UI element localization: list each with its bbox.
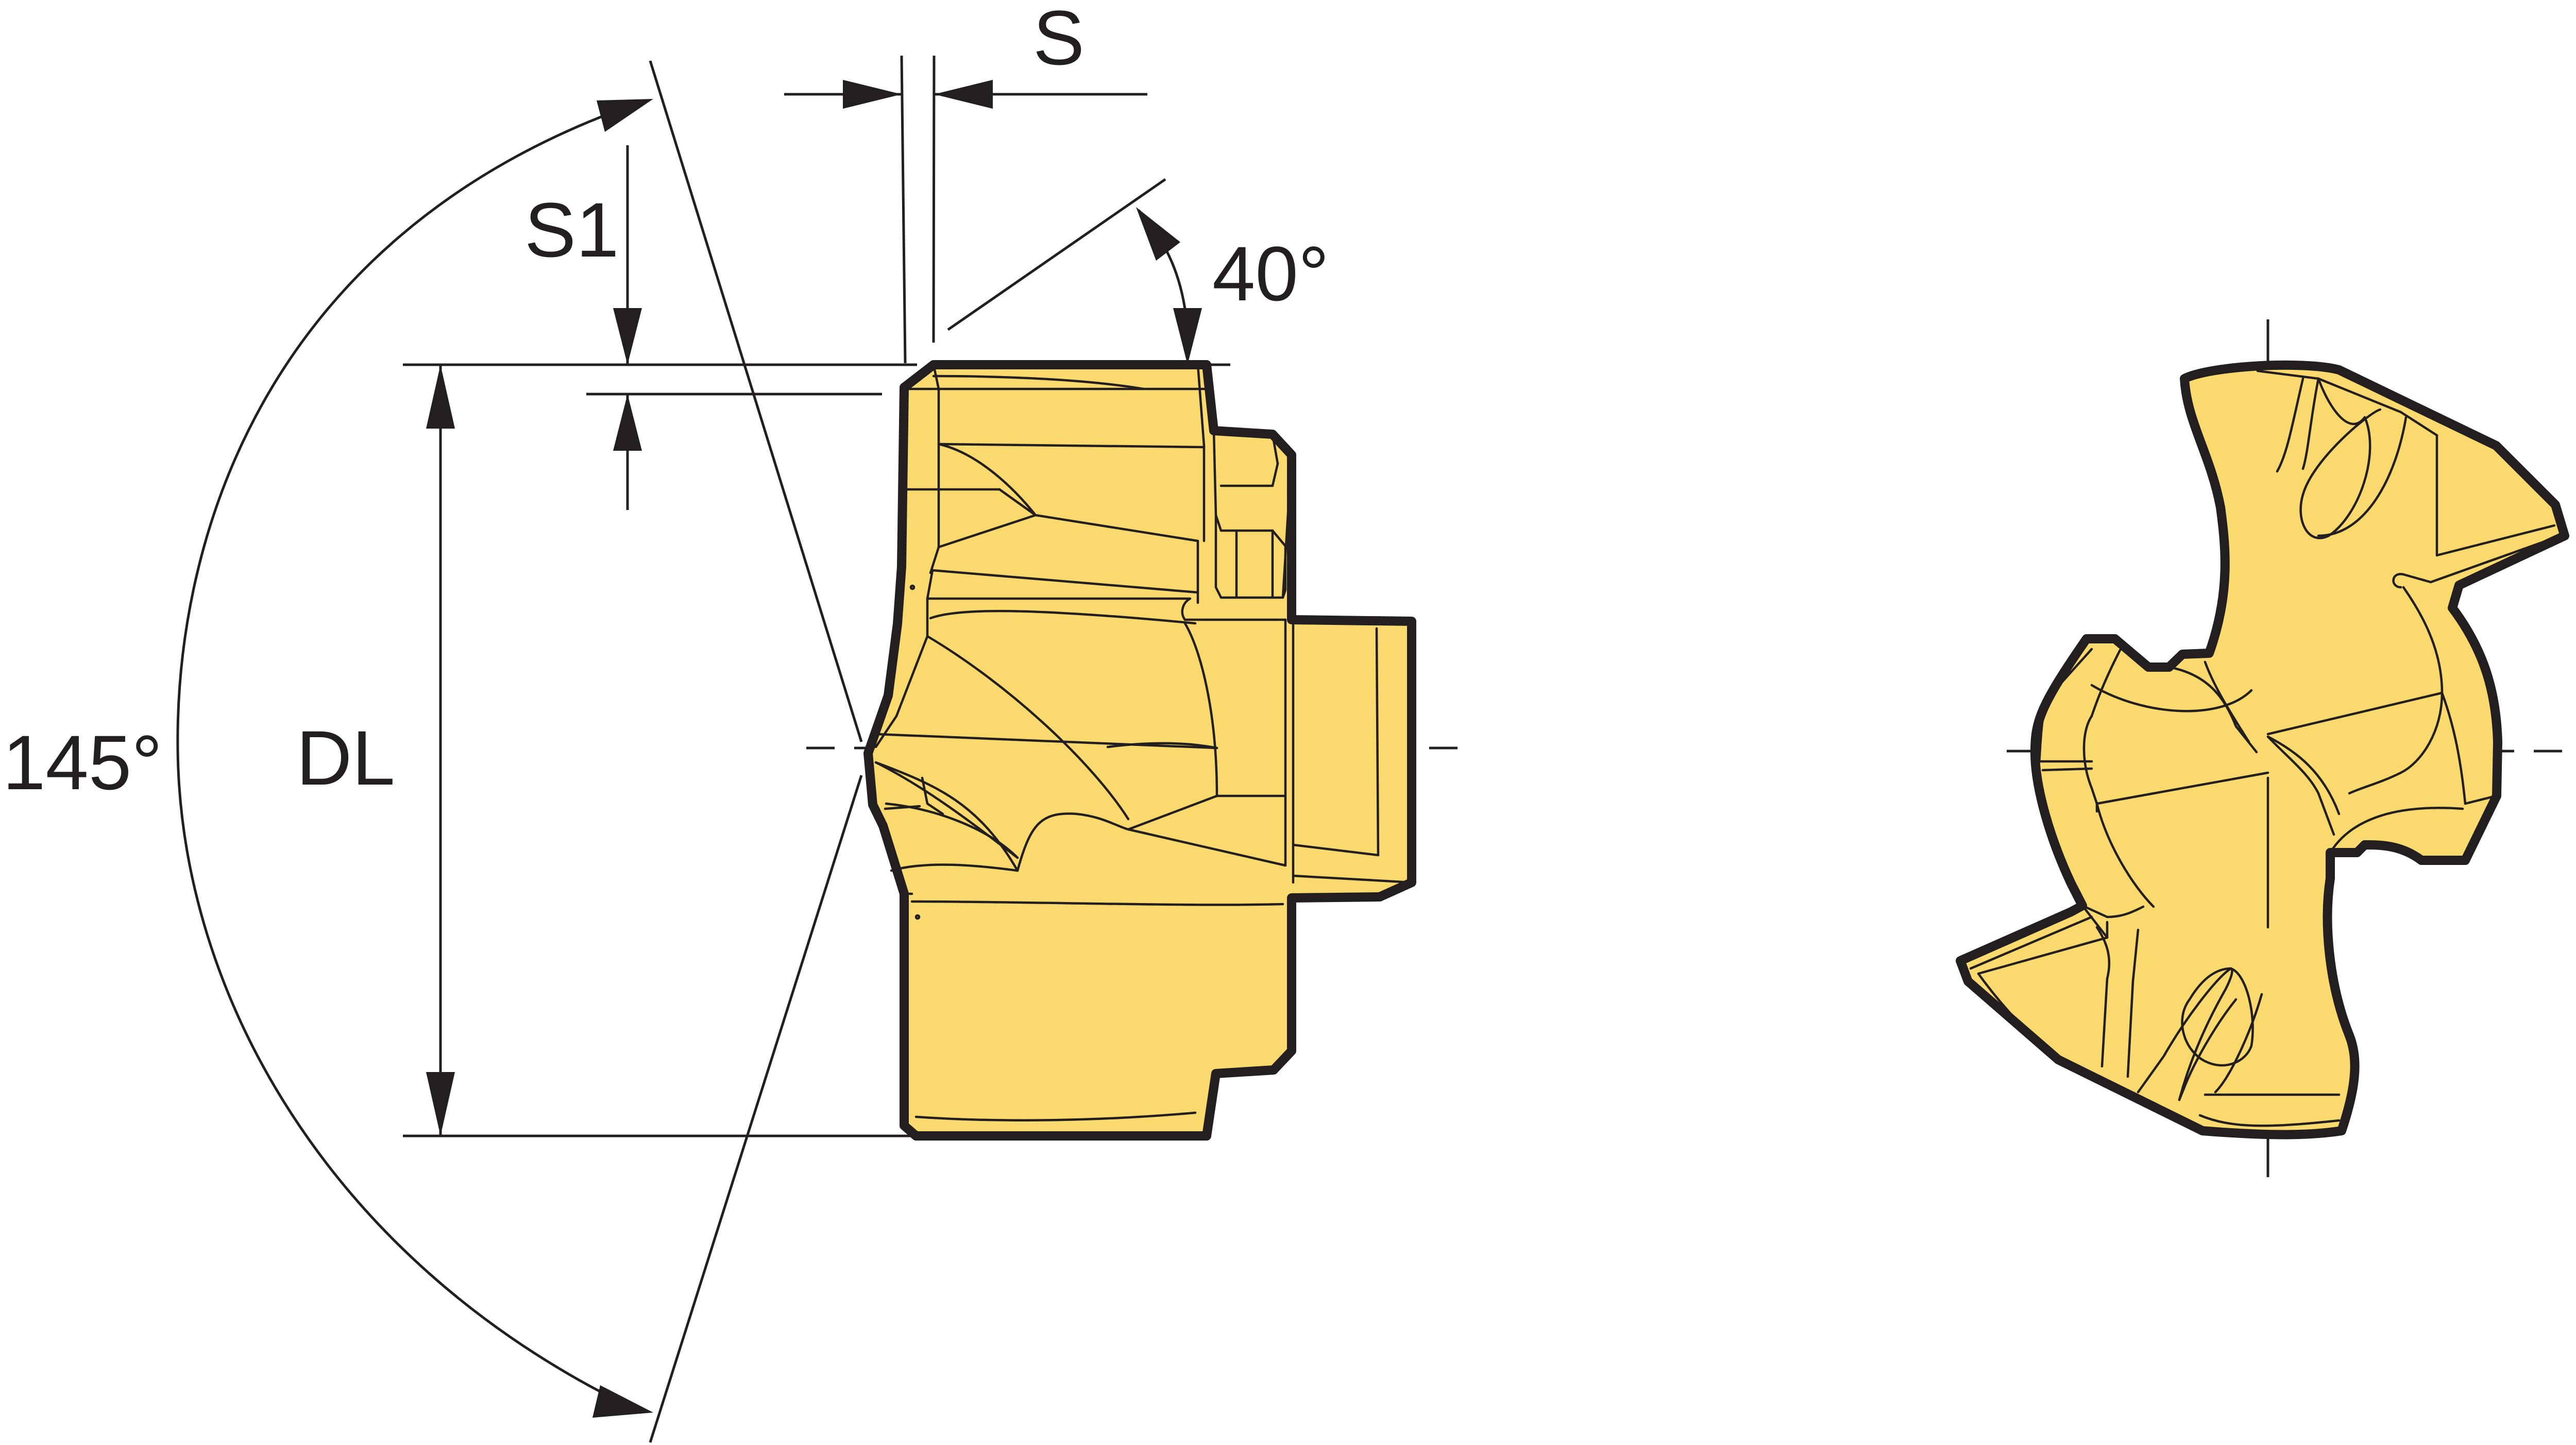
label-s1: S1 xyxy=(524,186,619,273)
label-40-degrees: 40° xyxy=(1212,230,1329,317)
label-dl: DL xyxy=(296,715,395,801)
dl-arrow-bottom xyxy=(426,1072,455,1136)
angle-40-arrow-bottom xyxy=(1173,308,1202,365)
s-arrow-left xyxy=(843,80,902,109)
s1-arrow-top xyxy=(613,308,642,365)
label-145-degrees: 145° xyxy=(3,719,162,806)
s1-arrow-bottom xyxy=(613,394,642,451)
insert-end-view xyxy=(1956,360,2569,1140)
point-angle-line-lower xyxy=(649,775,863,1443)
insert-end-outline xyxy=(1956,360,2569,1140)
insert-end-edges xyxy=(1969,369,2562,1127)
dimension-labels: S S1 40° 145° DL xyxy=(3,0,1329,806)
insert-side-edges xyxy=(874,363,1413,1135)
label-s: S xyxy=(1033,0,1084,81)
angle-145-arrow-bottom xyxy=(592,1385,653,1418)
angle-40-extension xyxy=(947,178,1166,331)
insert-side-view xyxy=(863,360,1416,1141)
angle-145-arc xyxy=(176,108,622,1404)
insert-side-outline xyxy=(863,360,1416,1141)
dl-arrow-top xyxy=(426,365,455,429)
s-extension-left xyxy=(900,55,907,364)
point-angle-line-upper xyxy=(649,60,863,742)
angle-40-arrow-top xyxy=(1136,207,1180,261)
s-arrow-right xyxy=(934,80,993,109)
angle-145-arrow-top xyxy=(597,99,653,132)
